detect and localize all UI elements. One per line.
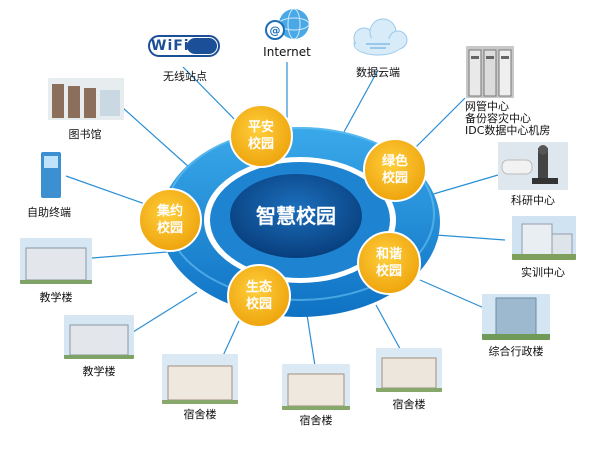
line-cloud <box>343 69 379 133</box>
line-teaching-high <box>91 251 168 259</box>
teaching-low-photo <box>64 315 134 359</box>
library-photo <box>48 78 124 120</box>
training-label: 实训中心 <box>521 266 565 279</box>
center-hub <box>230 174 362 258</box>
terminal-photo <box>36 150 66 200</box>
internet-globe-icon: @ <box>265 8 310 40</box>
dorm-right-label: 宿舍楼 <box>392 398 426 411</box>
center-title: 智慧校园 <box>256 204 336 228</box>
badge-jiyue-line1: 集约 <box>156 204 183 219</box>
network-center-photo <box>466 46 514 98</box>
badge-shengtai-line1: 生态 <box>245 280 272 295</box>
dorm-mid-photo <box>282 364 350 410</box>
badge-hexie-line1: 和谐 <box>375 247 402 262</box>
line-training <box>435 234 506 241</box>
badge-hexie <box>357 231 421 295</box>
badge-shengtai <box>227 264 291 328</box>
network-center-line2: 备份容灾中心 <box>465 112 531 125</box>
network-center-line1: 网管中心 <box>465 100 509 113</box>
admin-label: 综合行政楼 <box>488 345 544 358</box>
network-center-line3: IDC数据中心机房 <box>465 124 551 137</box>
admin-photo <box>482 294 550 340</box>
dorm-left-photo <box>162 354 238 404</box>
badges <box>138 104 427 328</box>
badge-lvse-line1: 绿色 <box>381 154 408 169</box>
badge-jiyue-line2: 校园 <box>156 221 183 236</box>
line-research <box>429 174 499 196</box>
wifi-logo-text: WiFi <box>151 38 190 54</box>
wifi-logo-icon <box>148 35 220 57</box>
svg-text:@: @ <box>270 24 281 37</box>
badge-lvse-line2: 校园 <box>381 171 408 186</box>
training-photo <box>512 216 576 260</box>
cloud-label: 数据云端 <box>356 66 400 79</box>
library-label: 图书馆 <box>68 128 102 141</box>
teaching-low-label: 教学楼 <box>82 365 116 378</box>
dorm-right-photo <box>376 348 442 392</box>
research-photo <box>498 142 568 190</box>
line-admin <box>419 279 485 309</box>
wifi-label: 无线站点 <box>163 70 207 83</box>
teaching-high-photo <box>20 238 92 284</box>
badge-pingan-line1: 平安 <box>247 120 274 135</box>
line-dorm-mid <box>306 314 316 367</box>
badge-lvse <box>363 138 427 202</box>
research-label: 科研中心 <box>511 194 555 207</box>
line-dorm-right <box>375 304 405 357</box>
line-library <box>122 107 191 169</box>
cloud-icon <box>353 18 408 56</box>
dorm-mid-label: 宿舍楼 <box>299 414 333 427</box>
badge-jiyue <box>138 188 202 252</box>
teaching-high-label: 教学楼 <box>39 291 73 304</box>
terminal-label: 自助终端 <box>27 206 71 219</box>
badge-pingan <box>229 104 293 168</box>
badge-pingan-line2: 校园 <box>247 137 274 152</box>
badge-shengtai-line2: 校园 <box>245 297 272 312</box>
line-teaching-low <box>132 291 198 333</box>
internet-label: Internet <box>263 45 311 59</box>
dorm-left-label: 宿舍楼 <box>183 408 217 421</box>
badge-hexie-line2: 校园 <box>375 264 402 279</box>
